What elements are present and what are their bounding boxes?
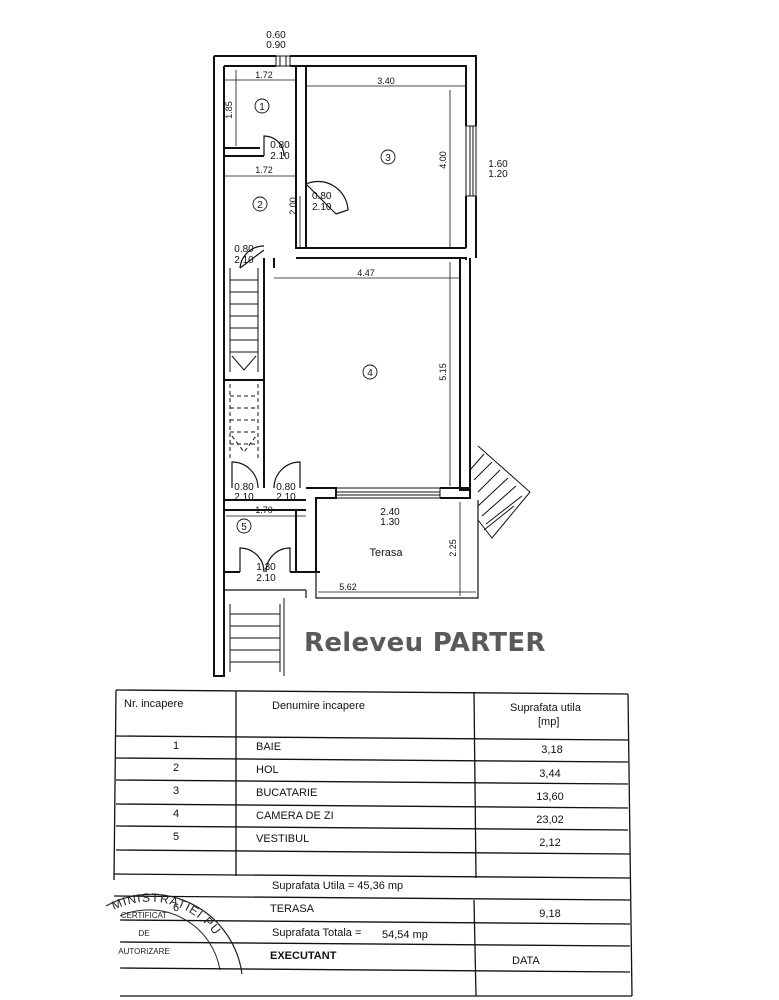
- dim-entry-door-b: 2.10: [256, 573, 276, 584]
- dim-hol-height: 2.00: [288, 197, 298, 215]
- header-denumire: Denumire incapere: [272, 700, 365, 712]
- dim-door-left-a: 0.80: [234, 482, 254, 493]
- floor-plan: 1 2 3 4 5 Terasa 0.60 0.90 1.72 3.40 1.8…: [213, 30, 531, 677]
- stair-wall: [224, 258, 265, 381]
- row-6-nr: 6: [172, 902, 180, 914]
- dim-terasa-width: 5.62: [339, 582, 357, 592]
- window-top: [275, 55, 291, 67]
- window-terasa: [335, 487, 441, 499]
- dim-baie-door-b: 2.10: [270, 151, 290, 162]
- outer-wall-right-upper: [465, 196, 477, 258]
- dim-door-right-a: 0.80: [276, 482, 296, 493]
- row-5-name: VESTIBUL: [256, 833, 310, 845]
- dim-entry-door-a: 1.30: [256, 562, 276, 573]
- dim-bucatarie-door-a: 0.80: [312, 191, 332, 202]
- data-label: DATA: [512, 955, 540, 967]
- header-unit: [mp]: [538, 716, 560, 728]
- outer-wall-top: [214, 55, 477, 126]
- stamp-line3: AUTORIZARE: [118, 947, 169, 956]
- row-1-nr: 1: [172, 740, 180, 752]
- row-4-name: CAMERA DE ZI: [256, 810, 334, 822]
- dim-baie-height: 1.85: [224, 101, 234, 119]
- dim-vestibul-width: 1.70: [255, 505, 273, 515]
- vestibul-walls: [224, 499, 306, 572]
- row-3-nr: 3: [172, 785, 180, 797]
- row-5-area: 2,12: [539, 837, 561, 849]
- door-right-vestibul: [273, 461, 301, 489]
- row-2-area: 3,44: [539, 768, 561, 780]
- row-5-nr: 5: [172, 831, 180, 843]
- window-right: [465, 125, 477, 197]
- executant-label: EXECUTANT: [270, 950, 337, 962]
- door-entry-left: [239, 547, 265, 573]
- room-number-2: 2: [257, 200, 263, 211]
- row-6-name: TERASA: [270, 903, 315, 915]
- header-nr: Nr. incapere: [124, 698, 184, 710]
- room-number-5: 5: [241, 522, 247, 533]
- stairs-upper: [229, 268, 259, 372]
- dim-bucatarie-door-b: 2.10: [312, 202, 332, 213]
- suprafata-utila: Suprafata Utila = 45,36 mp: [272, 880, 404, 892]
- row-2-nr: 2: [172, 762, 180, 774]
- suprafata-totala-value: 54,54 mp: [382, 929, 428, 941]
- dim-right-window-a: 1.60: [488, 159, 508, 170]
- stairs-terasa: [229, 604, 281, 672]
- authorization-stamp: MINISTRATIEI PU CERTIFICAT DE AUTORIZARE: [105, 891, 243, 975]
- dim-bucatarie-height: 4.00: [438, 151, 448, 169]
- baie-walls: [224, 66, 307, 249]
- stairs-lower: [229, 384, 259, 460]
- row-4-area: 23,02: [536, 814, 564, 826]
- room-number-4: 4: [367, 368, 373, 379]
- dim-bucatarie-width: 3.40: [377, 76, 395, 86]
- row-6-area: 9,18: [539, 908, 561, 920]
- suprafata-totala-label: Suprafata Totala =: [272, 927, 362, 939]
- dim-stair-door-b: 2.10: [234, 255, 254, 266]
- room-number-1: 1: [259, 102, 265, 113]
- camera-bottom-wall: [306, 487, 471, 573]
- door-baie: [263, 135, 285, 157]
- stamp-line2: DE: [138, 929, 149, 938]
- dim-terasa-height: 2.25: [448, 539, 458, 557]
- terasa-step: [223, 598, 285, 676]
- row-3-name: BUCATARIE: [256, 787, 318, 799]
- dim-right-window-b: 1.20: [488, 169, 508, 180]
- header-suprafata: Suprafata utila: [510, 702, 581, 714]
- row-1-area: 3,18: [541, 744, 563, 756]
- door-stair: [239, 245, 265, 269]
- outer-wall-left: [213, 56, 225, 677]
- stamp-line1: CERTIFICAT: [121, 911, 167, 920]
- dim-terasa-window-a: 2.40: [380, 507, 400, 518]
- dim-hol-width: 1.72: [255, 165, 273, 175]
- dim-baie-width: 1.72: [255, 70, 273, 80]
- door-entry-right: [265, 547, 291, 573]
- dim-terasa-window-b: 1.30: [380, 517, 400, 528]
- bucatarie-bottom-wall: [296, 247, 467, 260]
- row-4-nr: 4: [172, 808, 180, 820]
- row-2-name: HOL: [256, 764, 279, 776]
- dim-door-left-b: 2.10: [234, 492, 254, 503]
- dim-camera-width: 4.47: [357, 268, 375, 278]
- door-bucatarie: [305, 180, 349, 215]
- dim-camera-height: 5.15: [438, 363, 448, 381]
- dim-stair-door-a: 0.80: [234, 244, 254, 255]
- row-3-area: 13,60: [536, 791, 564, 803]
- row-1-name: BAIE: [256, 741, 282, 753]
- stairs-exterior: [469, 445, 531, 539]
- dim-top-window-a: 0.60: [266, 30, 286, 41]
- plan-title: Releveu PARTER: [304, 628, 546, 658]
- door-left-vestibul: [231, 461, 259, 489]
- dim-baie-door-a: 0.80: [270, 140, 290, 151]
- terasa-outline: [224, 500, 479, 599]
- terasa-label: Terasa: [369, 547, 403, 559]
- dim-top-window-b: 0.90: [266, 40, 286, 51]
- room-number-3: 3: [385, 153, 391, 164]
- dim-door-right-b: 2.10: [276, 492, 296, 503]
